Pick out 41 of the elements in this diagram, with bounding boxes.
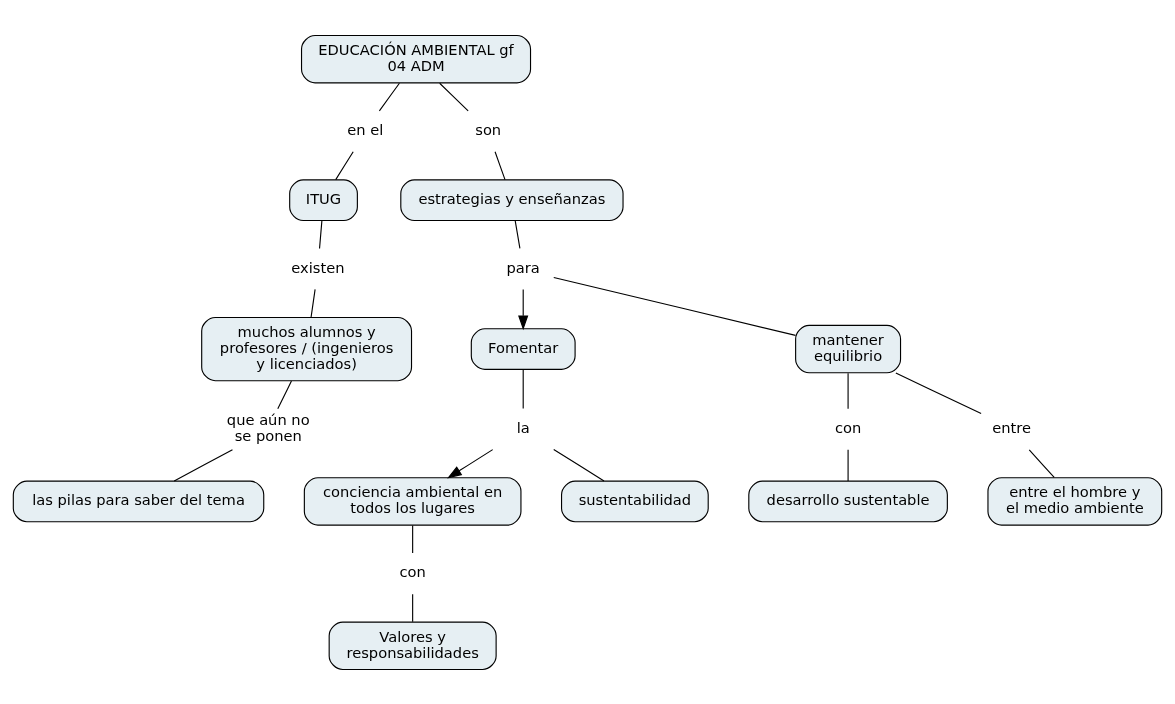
connector (553, 276, 797, 336)
connector (847, 372, 849, 409)
node-box: conciencia ambiental en todos los lugares (303, 476, 522, 526)
connector (1028, 448, 1055, 478)
node-box: ITUG (289, 178, 358, 221)
connector (553, 448, 605, 481)
connector (412, 593, 414, 622)
node-box: las pilas para saber del tema (12, 480, 265, 522)
node-text: existen (291, 258, 345, 276)
node-box: mantener equilibrio (795, 324, 902, 373)
arrow (447, 448, 494, 478)
connector (310, 288, 316, 318)
node-box: sustentabilidad (561, 480, 709, 522)
connector (847, 448, 849, 481)
connector (514, 219, 521, 249)
connector (895, 371, 982, 414)
node-text: en el (347, 120, 384, 138)
node-text: con (834, 418, 862, 436)
node-box: desarrollo sustentable (748, 480, 948, 522)
connector (439, 82, 469, 111)
connector (335, 150, 354, 180)
connector (522, 368, 524, 409)
node-text: para (506, 258, 540, 276)
node-box: muchos alumnos y profesores / (ingenieros y licenciados) (201, 316, 413, 381)
connector (173, 448, 234, 482)
node-text: la (516, 418, 530, 436)
connector (378, 82, 400, 111)
node-box: entre el hombre y el medio ambiente (987, 476, 1163, 526)
node-box: estrategias y enseñanzas (400, 178, 624, 221)
connector (277, 379, 292, 409)
node-text: entre (992, 418, 1032, 436)
connector (494, 150, 506, 180)
node-box: EDUCACIÓN AMBIENTAL gf 04 ADM (300, 34, 532, 83)
connector (412, 524, 414, 554)
node-box: Valores y responsabilidades (328, 621, 497, 670)
connector (318, 219, 323, 249)
arrow (518, 288, 529, 330)
node-box: Fomentar (470, 327, 576, 370)
node-text: son (475, 120, 502, 138)
node-text: con (399, 562, 426, 580)
node-text: que aún no se ponen (226, 410, 310, 444)
